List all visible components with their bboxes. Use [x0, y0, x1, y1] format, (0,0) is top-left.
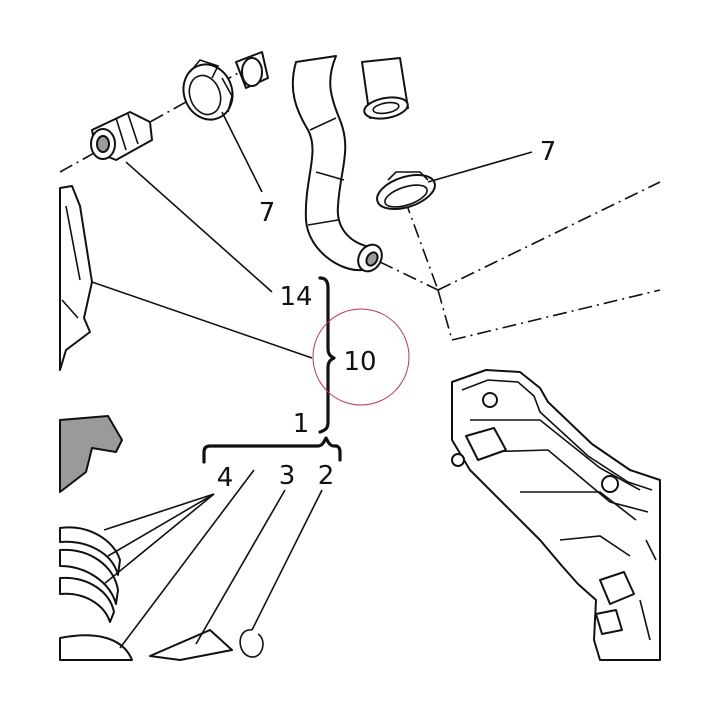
callout-7-right: 7: [540, 137, 557, 167]
leader-4c: [103, 493, 215, 585]
highlight-circle: [312, 308, 410, 406]
leader-lines: [91, 111, 533, 649]
leader-2: [251, 489, 323, 631]
bracket-group-1: [202, 436, 342, 464]
callout-2: 2: [318, 461, 335, 491]
bracket-group-10: [318, 276, 336, 434]
leader-4b: [107, 493, 215, 557]
engine-crankcase: [451, 369, 661, 661]
hose-clamp-right: [376, 171, 436, 211]
piston-rings-part-4: [59, 526, 121, 623]
leader-4-piston: [119, 469, 255, 649]
leader-14: [125, 161, 273, 293]
leader-3: [195, 489, 286, 645]
callout-3: 3: [279, 461, 296, 491]
gasket-plate: [59, 415, 123, 493]
hose-fitting-part-14: [90, 111, 153, 161]
callout-4: 4: [217, 463, 234, 493]
circlip-part-2: [239, 629, 264, 658]
cylinder-housing: [59, 185, 93, 371]
assembly-axis-lines: [59, 71, 661, 341]
callout-7-upper: 7: [259, 198, 276, 228]
leader-7-right: [427, 151, 533, 183]
callout-14: 14: [279, 282, 312, 312]
coolant-hose: [291, 55, 383, 273]
piston-pin-part-3: [149, 629, 233, 661]
callout-10: 10: [343, 347, 376, 377]
leader-4a: [103, 493, 215, 531]
connector-stub-top: [235, 51, 269, 89]
hose-clamp-upper: [182, 59, 234, 121]
callout-1: 1: [293, 409, 310, 439]
piston-body: [59, 634, 133, 661]
pipe-outlet: [361, 57, 409, 120]
leader-7-upper: [221, 111, 263, 193]
leader-10: [91, 281, 313, 359]
